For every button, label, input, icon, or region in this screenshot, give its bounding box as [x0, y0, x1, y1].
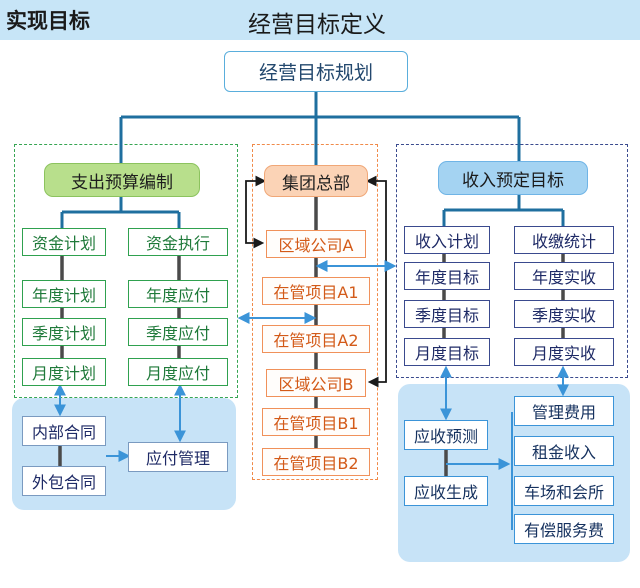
internal-contract-box: 内部合同 [22, 416, 106, 446]
right-col2-item: 年度实收 [514, 262, 614, 290]
left-col1-item: 资金计划 [22, 228, 106, 256]
header-bar [0, 0, 640, 40]
income-item-management-fee: 管理费用 [514, 396, 614, 426]
mid-item-project-b2: 在管项目B2 [262, 448, 370, 476]
right-col2-item: 月度实收 [514, 338, 614, 366]
left-col1-item: 年度计划 [22, 280, 106, 308]
mid-item-project-a1: 在管项目A1 [262, 277, 370, 305]
payable-management-box: 应付管理 [128, 442, 228, 472]
income-target-header: 收入预定目标 [438, 161, 588, 195]
business-goal-planning-box: 经营目标规划 [224, 51, 408, 92]
right-col1-item: 年度目标 [404, 262, 490, 290]
mid-item-region-a: 区域公司A [266, 230, 366, 258]
right-col1-item: 季度目标 [404, 300, 490, 328]
right-col1-item: 收入计划 [404, 226, 490, 254]
left-col2-item: 年度应付 [128, 280, 228, 308]
mid-item-project-b1: 在管项目B1 [262, 408, 370, 436]
receivable-generation-box: 应收生成 [404, 476, 488, 506]
income-item-rent: 租金收入 [514, 436, 614, 466]
income-panel [396, 144, 628, 378]
expense-panel [14, 144, 238, 398]
left-col2-item: 季度应付 [128, 318, 228, 346]
outsource-contract-box: 外包合同 [22, 466, 106, 496]
page-title: 经营目标定义 [248, 12, 386, 38]
income-item-paid-services: 有偿服务费 [514, 514, 614, 544]
right-col1-item: 月度目标 [404, 338, 490, 366]
receivable-forecast-box: 应收预测 [404, 420, 488, 450]
mid-item-region-b: 区域公司B [266, 369, 366, 397]
headquarters-header: 集团总部 [264, 165, 368, 197]
bracket-left [245, 175, 267, 249]
left-col1-item: 季度计划 [22, 318, 106, 346]
left-col1-item: 月度计划 [22, 358, 106, 386]
section-tag: 实现目标 [6, 9, 90, 33]
mid-item-project-a2: 在管项目A2 [262, 325, 370, 353]
bracket-right [365, 175, 387, 388]
income-item-parking-club: 车场和会所 [514, 476, 614, 506]
left-col2-item: 资金执行 [128, 228, 228, 256]
right-col2-item: 收缴统计 [514, 226, 614, 254]
right-col2-item: 季度实收 [514, 300, 614, 328]
left-col2-item: 月度应付 [128, 358, 228, 386]
expense-budget-header: 支出预算编制 [44, 163, 200, 197]
